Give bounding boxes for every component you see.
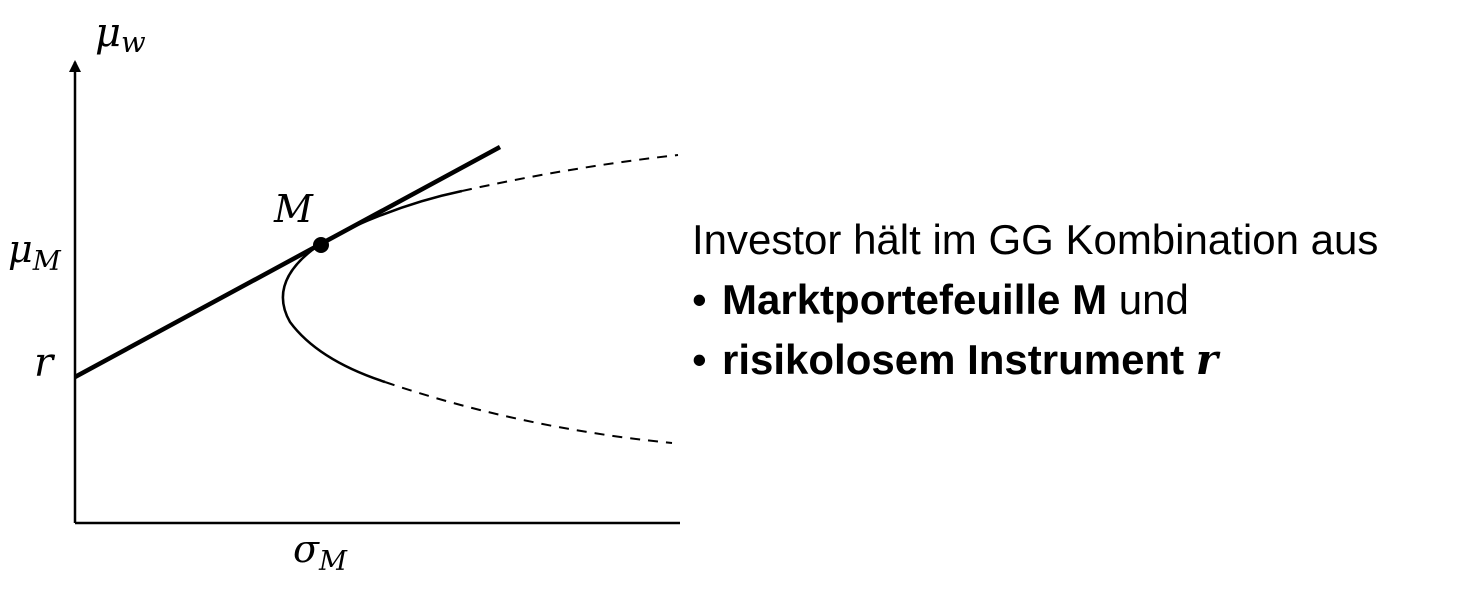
efficient-frontier-solid bbox=[281, 189, 463, 384]
headline-text: Investor hält im GG Kombination aus bbox=[692, 216, 1379, 263]
bullet-icon: • bbox=[692, 336, 707, 383]
efficient-frontier-dashed-lower bbox=[384, 381, 673, 444]
explanation-text: Investor hält im GG Kombination aus • Mar… bbox=[692, 210, 1482, 390]
y-tick-r: r bbox=[34, 340, 56, 386]
efficient-frontier-dashed-upper bbox=[461, 154, 679, 192]
x-tick-sigma-m: σM bbox=[293, 527, 348, 577]
y-tick-mu-m: μM bbox=[8, 227, 62, 277]
item2-bold-text: risikolosem Instrument bbox=[722, 336, 1185, 383]
bullet-item-market-portfolio: • Marktportefeuille M und bbox=[692, 270, 1482, 330]
item1-bold-text: Marktportefeuille M bbox=[722, 276, 1108, 323]
capital-market-line bbox=[73, 145, 502, 379]
item1-rest-text: und bbox=[1107, 276, 1189, 323]
y-axis-label: μw bbox=[95, 10, 146, 59]
headline: Investor hält im GG Kombination aus bbox=[692, 210, 1482, 270]
market-portfolio-label: M bbox=[273, 187, 314, 231]
capital-market-diagram: μw σw μM r σM M bbox=[8, 10, 680, 577]
bullet-icon: • bbox=[692, 276, 707, 323]
bullet-item-risk-free: • risikolosem Instrument r bbox=[692, 330, 1482, 390]
market-portfolio-point bbox=[313, 237, 329, 253]
item2-math-r: r bbox=[1195, 335, 1218, 384]
